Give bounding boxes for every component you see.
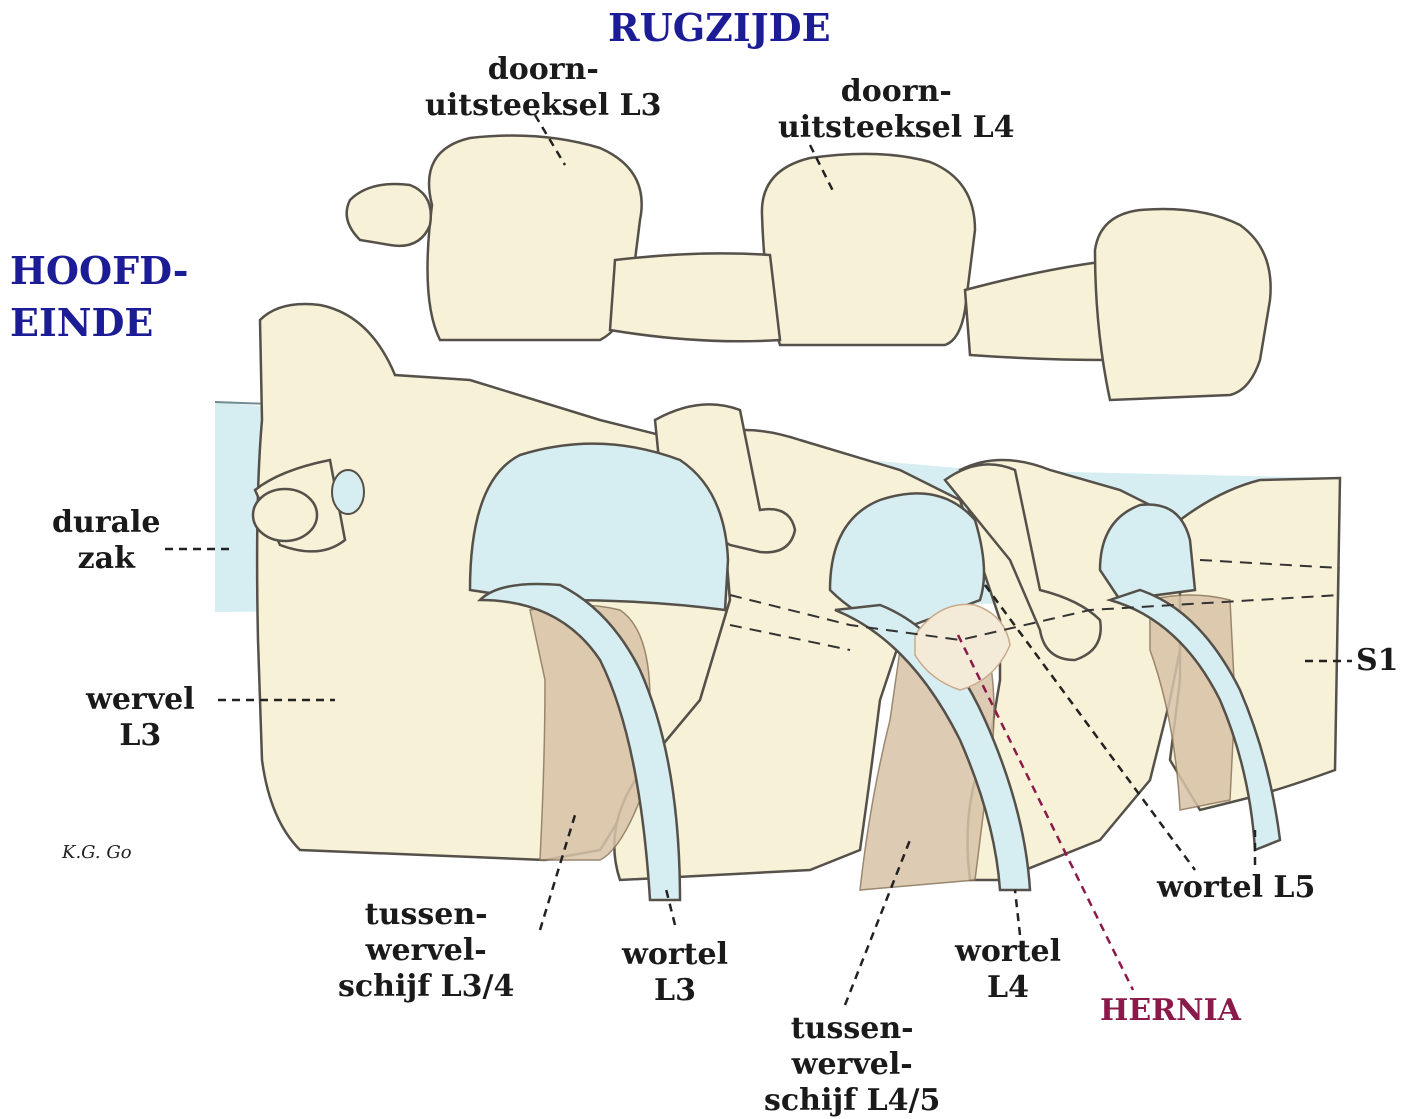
artist-signature: K.G. Go bbox=[62, 842, 132, 863]
label-spinous-l4: doorn- uitsteeksel L4 bbox=[778, 74, 1015, 146]
label-disc-l45: tussen- wervel- schijf L4/5 bbox=[764, 1011, 940, 1119]
label-hoofdeinde: HOOFD- EINDE bbox=[10, 245, 189, 349]
label-dural-sac: durale zak bbox=[52, 505, 161, 577]
label-spinous-l3-line1: doorn- bbox=[425, 52, 662, 88]
label-spinous-l3-line2: uitsteeksel L3 bbox=[425, 88, 662, 124]
label-spinous-l3: doorn- uitsteeksel L3 bbox=[425, 52, 662, 124]
label-disc-l34: tussen- wervel- schijf L3/4 bbox=[338, 897, 514, 1005]
label-root-l3-line1: wortel bbox=[622, 937, 728, 973]
label-dural-sac-line2: zak bbox=[52, 541, 161, 577]
label-hernia: HERNIA bbox=[1100, 993, 1241, 1029]
spinous-process-l3 bbox=[428, 136, 642, 340]
spinous-process-l5 bbox=[1095, 209, 1271, 400]
label-disc-l45-line3: schijf L4/5 bbox=[764, 1083, 940, 1119]
label-disc-l45-line1: tussen- bbox=[764, 1011, 940, 1047]
label-dural-sac-line1: durale bbox=[52, 505, 161, 541]
label-root-l4: wortel L4 bbox=[955, 934, 1061, 1006]
label-root-l5: wortel L5 bbox=[1157, 870, 1315, 906]
label-hoofdeinde-line1: HOOFD- bbox=[10, 245, 189, 297]
label-disc-l34-line3: schijf L3/4 bbox=[338, 969, 514, 1005]
label-disc-l34-line2: wervel- bbox=[338, 933, 514, 969]
leader-root-l4 bbox=[1015, 890, 1020, 935]
lamina-bridge-2 bbox=[965, 262, 1110, 360]
spinous-process-l4 bbox=[762, 154, 975, 345]
label-s1: S1 bbox=[1356, 643, 1399, 679]
label-vertebra-l3-line1: wervel bbox=[86, 682, 195, 718]
label-vertebra-l3-line2: L3 bbox=[86, 718, 195, 754]
lamina-bridge bbox=[610, 253, 780, 341]
label-root-l4-line1: wortel bbox=[955, 934, 1061, 970]
label-root-l3-line2: L3 bbox=[622, 973, 728, 1009]
label-hoofdeinde-line2: EINDE bbox=[10, 297, 189, 349]
label-vertebra-l3: wervel L3 bbox=[86, 682, 195, 754]
label-root-l4-line2: L4 bbox=[955, 970, 1061, 1006]
label-spinous-l4-line1: doorn- bbox=[778, 74, 1015, 110]
label-disc-l45-line2: wervel- bbox=[764, 1047, 940, 1083]
label-spinous-l4-line2: uitsteeksel L4 bbox=[778, 110, 1015, 146]
label-root-l3: wortel L3 bbox=[622, 937, 728, 1009]
articular-process-l3 bbox=[347, 184, 431, 246]
label-rugzijde: RUGZIJDE bbox=[608, 2, 831, 54]
label-disc-l34-line1: tussen- bbox=[338, 897, 514, 933]
